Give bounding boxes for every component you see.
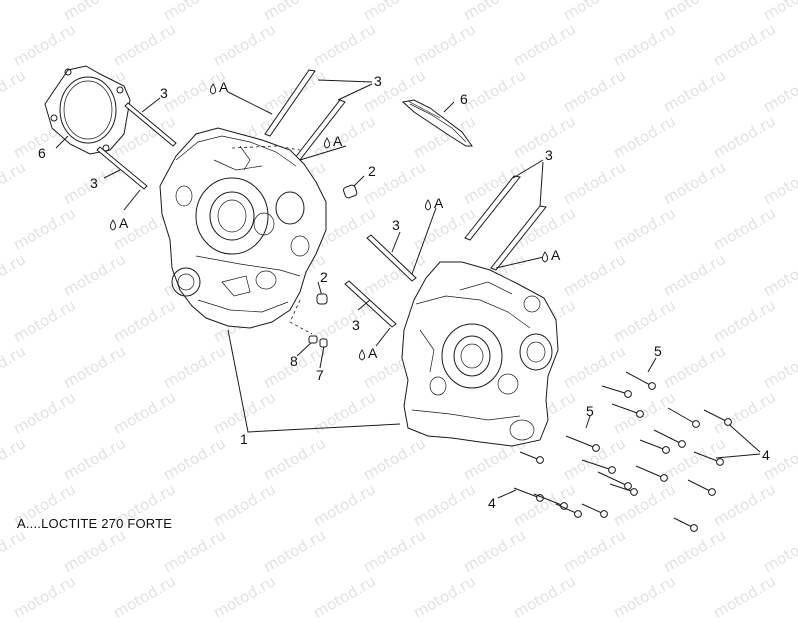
bolt-head (716, 458, 724, 466)
callout-2: 2 (368, 163, 376, 179)
bolt-head (600, 510, 608, 518)
loctite-drop-group (109, 83, 549, 361)
bolt-shank (555, 503, 579, 515)
crankcase-half-left (159, 127, 327, 335)
bolt-head (662, 446, 670, 454)
loctite-marker-label: A (434, 195, 444, 211)
dowel-pins (308, 184, 358, 348)
bolt-shank (667, 407, 697, 425)
bolt-head (692, 420, 700, 428)
bolt-head (574, 510, 582, 518)
bolt-head (678, 440, 686, 448)
bolt-head (630, 488, 638, 496)
callout-8: 8 (290, 353, 298, 369)
cylinder-gasket-left (44, 65, 131, 155)
bolt-head (608, 466, 616, 474)
bolt-shank (639, 439, 667, 451)
callout-5: 5 (654, 343, 662, 359)
callout-7: 7 (316, 367, 324, 383)
loctite-marker-label: A (119, 215, 129, 231)
loctite-drop-icon (541, 251, 549, 263)
bolt-head (708, 488, 716, 496)
bolt-head (724, 418, 732, 426)
loctite-drop-icon (358, 349, 366, 361)
loctite-marker-label: A (368, 345, 378, 361)
stud-group (96, 69, 547, 328)
crankcase-gasket-right (401, 99, 473, 147)
callout-3: 3 (160, 85, 168, 101)
loctite-drop-icon (424, 199, 432, 211)
bolt-shank (611, 403, 641, 415)
callout-3: 3 (352, 317, 360, 333)
callout-3: 3 (545, 147, 553, 163)
bolt-head (624, 390, 632, 398)
callout-2: 2 (320, 269, 328, 285)
bolt-head (624, 482, 632, 490)
loctite-drop-icon (209, 83, 217, 95)
bolt-shank (601, 385, 629, 395)
callout-3: 3 (374, 73, 382, 89)
callout-1: 1 (240, 431, 248, 447)
callout-6: 6 (460, 91, 468, 107)
callout-4: 4 (762, 447, 770, 463)
bolt-shank (703, 409, 729, 423)
crankcase-half-right (401, 261, 559, 447)
bolt-shank (513, 487, 541, 499)
callout-3: 3 (90, 175, 98, 191)
leader-lines (55, 79, 761, 499)
diagram-drawing (44, 65, 761, 532)
bolt-head (536, 456, 544, 464)
bolt-group (513, 371, 732, 532)
bolt-shank (687, 479, 713, 493)
bolt-shank (609, 483, 635, 493)
bolt-head (690, 524, 698, 532)
bolt-shank (581, 503, 605, 515)
callout-4: 4 (488, 495, 496, 511)
legend-note: A....LOCTITE 270 FORTE (17, 516, 173, 531)
bolt-shank (565, 435, 597, 449)
loctite-drop-icon (323, 137, 331, 149)
bolt-head (592, 444, 600, 452)
bolt-shank (653, 429, 683, 445)
loctite-marker-label: A (551, 247, 561, 263)
bolt-shank (533, 493, 565, 507)
bolt-shank (581, 459, 613, 471)
bolt-shank (597, 471, 629, 487)
bolt-shank (625, 371, 653, 387)
callout-6: 6 (38, 145, 46, 161)
bolt-head (660, 474, 668, 482)
callout-5: 5 (586, 403, 594, 419)
callout-3: 3 (392, 217, 400, 233)
loctite-marker-label: A (333, 133, 343, 149)
bolt-shank (635, 465, 665, 479)
bolt-head (648, 382, 656, 390)
loctite-drop-icon (109, 219, 117, 231)
bolt-head (636, 410, 644, 418)
loctite-marker-label: A (219, 79, 229, 95)
bolt-shank (693, 451, 721, 463)
